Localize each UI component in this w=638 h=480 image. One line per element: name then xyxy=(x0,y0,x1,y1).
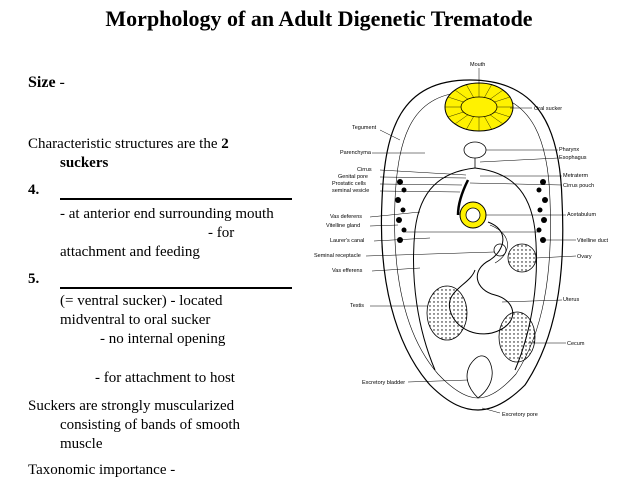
label-genital-pore: Genital pore xyxy=(338,174,368,180)
label-ovary: Ovary xyxy=(577,254,592,260)
size-heading: Size - xyxy=(28,74,65,92)
muscle-line-3: muscle xyxy=(60,436,103,452)
label-tegument: Tegument xyxy=(352,125,377,131)
label-esophagus: Esophagus xyxy=(559,155,587,161)
item-5-number: 5. xyxy=(28,271,40,287)
label-cirrus: Cirrus xyxy=(357,167,372,173)
item-4-line-3: attachment and feeding xyxy=(60,244,200,260)
label-acetabulum: Acetabulum xyxy=(567,212,596,218)
label-metraterm: Metraterm xyxy=(563,173,588,179)
item-4-line-2: - for xyxy=(208,225,235,241)
item-5-line-1: (= ventral sucker) - located xyxy=(60,293,223,309)
item-4-line-1: - at anterior end surrounding mouth xyxy=(60,206,274,222)
slide-title: Morphology of an Adult Digenetic Tremato… xyxy=(105,6,533,31)
label-testis: Testis xyxy=(350,303,364,309)
oral-sucker xyxy=(444,82,514,132)
item-4-blank xyxy=(60,198,292,200)
cirrus-pouch xyxy=(456,179,470,216)
acetabulum xyxy=(459,201,487,229)
item-5-line-4: - for attachment to host xyxy=(95,370,235,386)
size-dash: - xyxy=(55,74,65,91)
label-uterus: Uterus xyxy=(563,297,579,303)
item-5-line-2: midventral to oral sucker xyxy=(60,312,211,328)
testis-left xyxy=(426,285,468,341)
leader-lines xyxy=(365,68,577,414)
label-parenchyma: Parenchyma xyxy=(340,150,372,156)
label-seminal-receptacle: Seminal receptacle xyxy=(314,253,361,259)
label-prostatic-cells: Prostatic cells xyxy=(332,181,366,187)
label-cecum: Cecum xyxy=(567,341,585,347)
label-vitelline-duct: Vitelline duct xyxy=(577,238,609,244)
ovary xyxy=(507,243,537,273)
structures-line-2: suckers xyxy=(60,155,109,171)
label-excretory-pore: Excretory pore xyxy=(502,412,538,418)
trematode-diagram: Mouth Oral sucker Tegument Pharynx Esoph… xyxy=(314,62,609,418)
label-pharynx: Pharynx xyxy=(559,147,579,153)
label-cirrus-pouch: Cirrus pouch xyxy=(563,183,594,189)
label-oral-sucker: Oral sucker xyxy=(534,106,562,112)
label-seminal-vesicle: seminal vesicle xyxy=(332,188,369,194)
pharynx xyxy=(463,141,487,159)
label-laurers-canal: Laurer's canal xyxy=(330,238,364,244)
taxonomic-importance: Taxonomic importance - xyxy=(28,462,176,478)
excretory-bladder xyxy=(466,355,493,399)
cecum-left xyxy=(413,167,476,371)
label-excretory-bladder: Excretory bladder xyxy=(362,380,405,386)
testis-right xyxy=(498,311,536,363)
label-vitelline-gland: Vitelline gland xyxy=(326,223,360,229)
structures-line-1: Characteristic structures are the 2 xyxy=(28,135,229,154)
body-outline xyxy=(380,79,564,411)
item-4-number: 4. xyxy=(28,182,40,198)
structures-count: 2 xyxy=(221,136,229,152)
muscle-line-2: consisting of bands of smooth xyxy=(60,417,240,433)
label-vas-deferens: Vas deferens xyxy=(330,214,362,220)
label-vas-efferens: Vas efferens xyxy=(332,268,363,274)
label-mouth: Mouth xyxy=(470,62,485,68)
muscle-line-1: Suckers are strongly muscularized xyxy=(28,398,235,414)
size-label: Size xyxy=(28,74,56,91)
item-5-blank xyxy=(60,287,292,289)
structures-text: Characteristic structures are the xyxy=(28,136,222,152)
item-5-line-3: - no internal opening xyxy=(100,331,226,347)
